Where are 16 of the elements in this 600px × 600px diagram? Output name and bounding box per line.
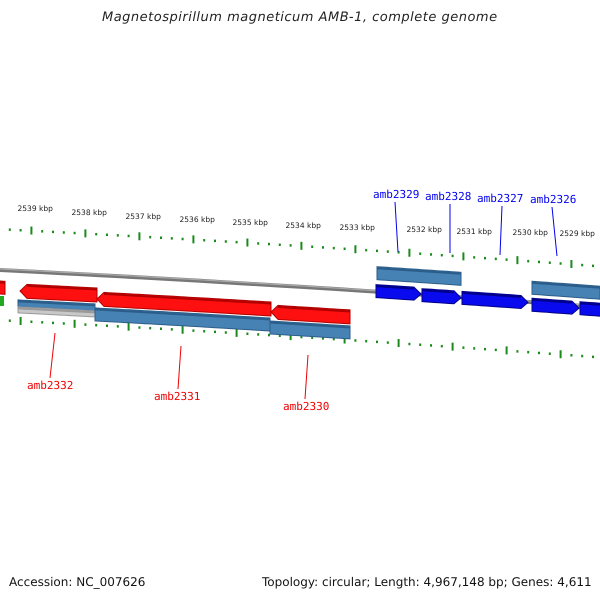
- accession-text: Accession: NC_007626: [9, 575, 146, 589]
- gene-label: amb2332: [27, 379, 74, 392]
- gene-label: amb2329: [373, 188, 420, 201]
- diagram-title: Magnetospirillum magneticum AMB-1, complete genome: [102, 10, 498, 25]
- leader-line: [552, 206, 558, 256]
- gene-label: amb2326: [530, 193, 576, 206]
- leader-line: [50, 332, 56, 378]
- leader-line: [178, 346, 182, 390]
- leader-line: [500, 206, 502, 256]
- genome-summary-text: Topology: circular; Length: 4,967,148 bp; Genes: 4,611: [262, 575, 592, 589]
- gene-label: amb2331: [154, 390, 200, 403]
- leader-line: [394, 202, 398, 252]
- gene-label: amb2328: [425, 190, 472, 203]
- leader-line: [304, 354, 308, 400]
- gene-label: amb2327: [477, 192, 524, 205]
- gene-label: amb2330: [283, 400, 330, 413]
